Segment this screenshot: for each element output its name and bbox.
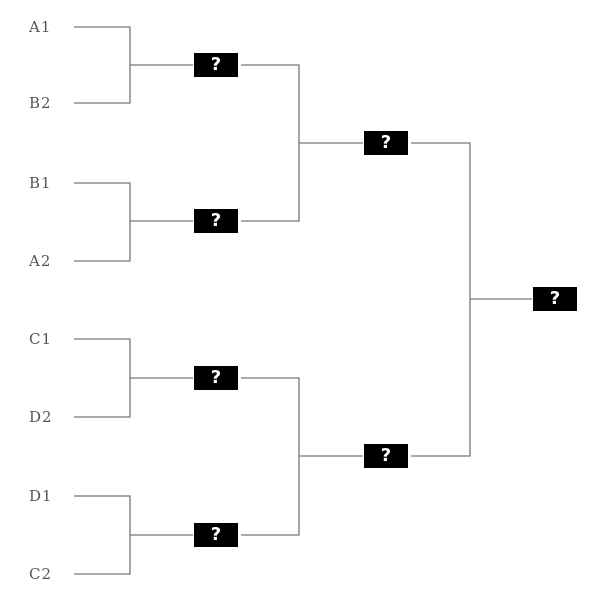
round2-winner-box-3[interactable]: ? [194, 366, 238, 390]
team-label-d1: D1 [29, 487, 53, 505]
round2-winner-box-2[interactable]: ? [194, 209, 238, 233]
semifinal-winner-box-1[interactable]: ? [364, 131, 408, 155]
connector-b1-a2 [74, 182, 131, 262]
team-label-c1: C1 [29, 330, 53, 348]
team-label-a2: A2 [29, 252, 52, 270]
team-label-d2: D2 [29, 408, 53, 426]
team-label-b2: B2 [29, 94, 52, 112]
round2-winner-box-1[interactable]: ? [194, 53, 238, 77]
connector-a1-b2 [74, 26, 131, 104]
connector-semifinals [411, 142, 471, 457]
connector-round2-bottom [241, 377, 300, 536]
connector-d1-c2 [74, 495, 131, 575]
team-label-b1: B1 [29, 174, 52, 192]
round2-winner-box-4[interactable]: ? [194, 523, 238, 547]
semifinal-winner-box-2[interactable]: ? [364, 444, 408, 468]
team-label-a1: A1 [29, 18, 52, 36]
connector-c1-d2 [74, 338, 131, 418]
final-winner-box[interactable]: ? [533, 287, 577, 311]
connector-round2-top [241, 64, 300, 222]
team-label-c2: C2 [29, 565, 53, 583]
